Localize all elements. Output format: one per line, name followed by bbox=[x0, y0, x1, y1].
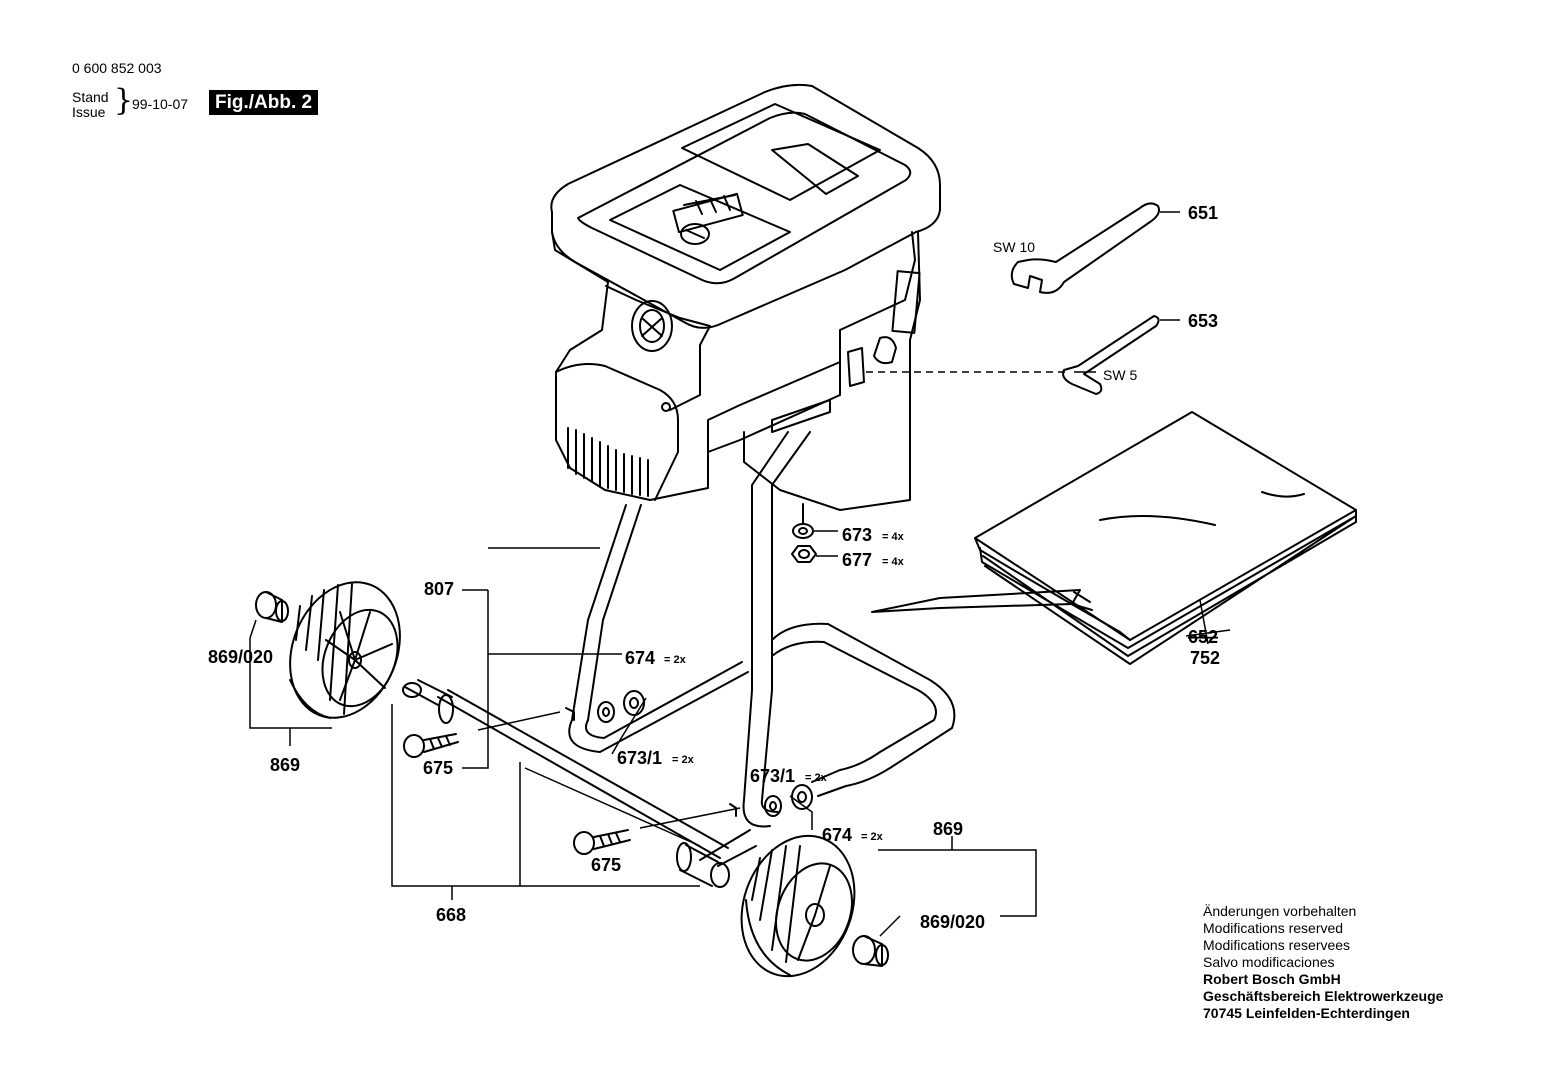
footer-notice: Änderungen vorbehalten Modifications res… bbox=[1203, 903, 1443, 1022]
label-807: 807 bbox=[424, 579, 454, 599]
footer-line-fr: Modifications reservees bbox=[1203, 937, 1351, 953]
caps-drawing bbox=[255, 591, 889, 967]
label-674-left-qty: = 2x bbox=[664, 654, 687, 666]
footer-company: Robert Bosch GmbH bbox=[1203, 971, 1341, 987]
label-677: 677 bbox=[842, 550, 872, 570]
footer-address: 70745 Leinfelden-Echterdingen bbox=[1203, 1005, 1410, 1021]
brace-glyph: } bbox=[114, 83, 134, 118]
label-651: 651 bbox=[1188, 203, 1218, 223]
label-869-020-left: 869/020 bbox=[208, 647, 273, 667]
washers-nuts-drawing bbox=[565, 503, 817, 817]
label-752: 752 bbox=[1190, 648, 1220, 668]
label-673: 673 bbox=[842, 525, 872, 545]
label-869-right: 869 bbox=[933, 819, 963, 839]
label-668: 668 bbox=[436, 905, 466, 925]
axle-drawing bbox=[402, 679, 730, 888]
label-sw5: SW 5 bbox=[1103, 367, 1137, 383]
footer-division: Geschäftsbereich Elektrowerkzeuge bbox=[1203, 988, 1444, 1004]
left-wheel-drawing bbox=[289, 581, 401, 719]
tube-frame-drawing bbox=[568, 431, 956, 867]
right-wheel-drawing bbox=[740, 834, 856, 978]
label-673-1-left: 673/1 bbox=[617, 748, 662, 768]
issue-date: 99-10-07 bbox=[132, 96, 189, 112]
issue-label: Issue bbox=[72, 104, 106, 120]
label-869-020-right: 869/020 bbox=[920, 912, 985, 932]
footer-line-en: Modifications reserved bbox=[1203, 920, 1344, 936]
label-sw10: SW 10 bbox=[993, 239, 1035, 255]
label-677-qty: = 4x bbox=[882, 556, 905, 568]
leader-lines bbox=[249, 211, 1231, 937]
label-674-right-qty: = 2x bbox=[861, 831, 884, 843]
tools-drawing bbox=[1010, 202, 1160, 395]
part-labels: 651 SW 10 653 SW 5 673 = 4x 677 = 4x 807… bbox=[208, 203, 1220, 932]
shredder-body-drawing bbox=[550, 83, 941, 511]
figure-badge: Fig./Abb. 2 bbox=[209, 90, 319, 115]
label-673-1-right-qty: = 2x bbox=[805, 772, 828, 784]
bolts-drawing bbox=[403, 733, 631, 855]
label-869-left: 869 bbox=[270, 755, 300, 775]
label-674-left: 674 bbox=[625, 648, 655, 668]
label-653: 653 bbox=[1188, 311, 1218, 331]
footer-line-es: Salvo modificaciones bbox=[1203, 954, 1335, 970]
label-652: 652 bbox=[1188, 627, 1218, 647]
label-674-right: 674 bbox=[822, 825, 852, 845]
label-675-lower: 675 bbox=[591, 855, 621, 875]
part-number: 0 600 852 003 bbox=[72, 60, 162, 76]
label-673-qty: = 4x bbox=[882, 531, 905, 543]
label-675-upper: 675 bbox=[423, 758, 453, 778]
grass-bag-drawing bbox=[871, 411, 1357, 665]
stand-label: Stand bbox=[72, 89, 109, 105]
label-673-1-right: 673/1 bbox=[750, 766, 795, 786]
footer-line-de: Änderungen vorbehalten bbox=[1203, 903, 1357, 919]
label-673-1-left-qty: = 2x bbox=[672, 754, 695, 766]
